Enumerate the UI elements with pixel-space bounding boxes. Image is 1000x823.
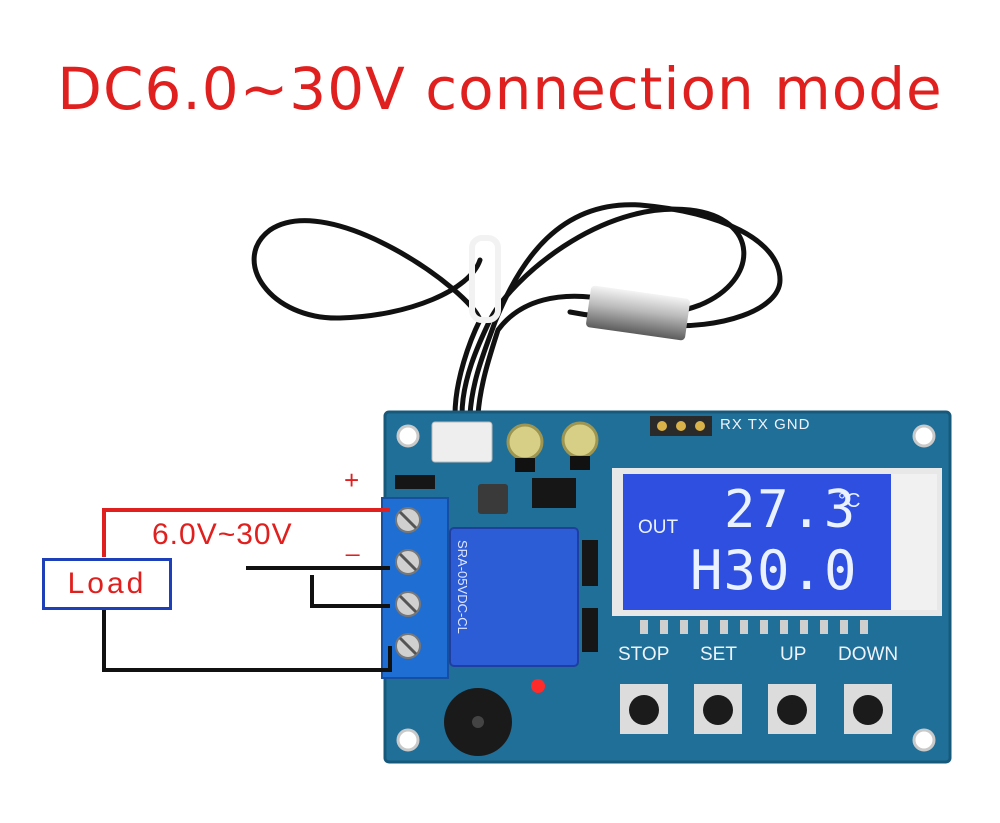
load-label: Load xyxy=(67,567,147,600)
lcd-unit: °C xyxy=(838,490,861,512)
positive-terminal-label: + xyxy=(344,465,360,495)
lcd-mode-label: OUT xyxy=(638,517,679,538)
ic-chips xyxy=(395,475,598,652)
capacitors xyxy=(506,421,599,472)
header-pins xyxy=(650,416,712,436)
page-title: DC6.0~30V connection mode xyxy=(57,55,943,123)
sensor-cable xyxy=(251,202,783,418)
header-pin-label: RX TX GND xyxy=(720,416,811,433)
terminal-block xyxy=(381,497,449,679)
wiring-lines xyxy=(102,508,392,672)
buzzer xyxy=(444,688,512,756)
set-button-label: SET xyxy=(700,644,737,665)
lcd-hysteresis: H30.0 xyxy=(690,539,858,602)
power-led xyxy=(531,679,545,693)
mounting-holes xyxy=(396,424,936,752)
up-button-label: UP xyxy=(780,644,807,665)
relay-model-label: SRA-05VDC-CL xyxy=(455,540,470,634)
voltage-range-label: 6.0V~30V xyxy=(152,518,293,551)
relay xyxy=(449,527,579,667)
cable-tie xyxy=(469,235,501,323)
down-button-label: DOWN xyxy=(838,644,899,665)
temperature-probe xyxy=(586,285,690,341)
load-box: Load xyxy=(42,558,172,610)
lcd-screen xyxy=(623,474,891,610)
stop-button-label: STOP xyxy=(618,644,670,665)
lcd-pins xyxy=(640,620,868,634)
sensor-connector xyxy=(431,421,493,463)
lcd-temperature: 27.3 xyxy=(724,480,858,540)
tactile-buttons xyxy=(620,684,892,734)
negative-terminal-label: _ xyxy=(346,530,360,557)
